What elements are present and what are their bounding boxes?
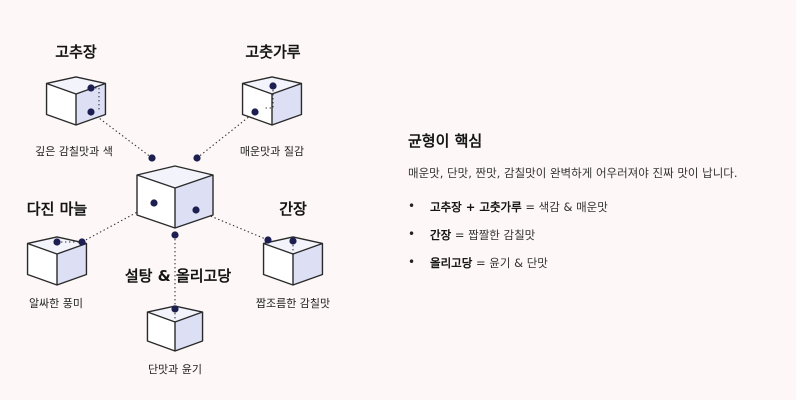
cube-right-face — [57, 243, 87, 285]
cube-left-face — [27, 243, 57, 285]
bullet-icon: • — [408, 255, 416, 269]
gochujang-desc: 깊은 감칠맛과 색 — [35, 145, 113, 158]
cube-left-face — [46, 83, 76, 125]
sugar-desc: 단맛과 윤기 — [148, 363, 202, 376]
connector-line — [196, 111, 256, 159]
connector-dot — [269, 82, 277, 90]
panel-description: 매운맛, 단맛, 짠맛, 감칠맛이 완벽하게 어우러져야 진짜 맛이 납니다. — [408, 166, 738, 180]
key-points-list: • 고추장 + 고춧가루 = 색감 & 매운맛 • 간장 = 짭짤한 감칠맛 •… — [408, 199, 788, 271]
cube-top-face — [137, 166, 213, 188]
cube-right-face — [76, 83, 106, 125]
connector-dot — [171, 305, 179, 313]
cube-right-face — [293, 243, 323, 285]
connector-dot — [171, 231, 179, 239]
gochugaru-title: 고춧가루 — [245, 43, 300, 61]
gochujang-cube — [45, 76, 107, 126]
cube-right-face — [175, 312, 203, 351]
garlic-desc: 알싸한 풍미 — [29, 296, 83, 310]
gochugaru-desc: 매운맛과 질감 — [240, 145, 304, 158]
cube-accent-line — [91, 87, 100, 111]
soy-title: 간장 — [279, 200, 307, 218]
sugar-cube — [146, 305, 204, 352]
connector-dot — [193, 154, 201, 162]
connector-dot — [148, 154, 156, 162]
list-item-bold: 고추장 + 고춧가루 — [430, 200, 522, 214]
connector-line — [81, 202, 155, 243]
list-item: • 고추장 + 고춧가루 = 색감 & 매운맛 — [408, 199, 788, 215]
cube-top-face — [46, 76, 106, 94]
cube-left-face — [263, 243, 293, 285]
connector-dot — [150, 199, 158, 207]
list-item-bold: 올리고당 — [430, 256, 473, 270]
soy-cube — [262, 236, 324, 286]
gochujang-title: 고추장 — [55, 43, 97, 61]
connector-line — [90, 111, 153, 159]
cube-left-face — [147, 312, 175, 351]
connector-dot — [192, 206, 200, 214]
connector-dot — [78, 238, 86, 246]
garlic-cube — [26, 236, 88, 286]
cube-left-face — [242, 83, 272, 125]
connector-dot — [53, 238, 61, 246]
bullet-icon: • — [408, 199, 416, 213]
garlic-title: 다진 마늘 — [27, 200, 88, 218]
panel-heading: 균형이 핵심 — [408, 132, 483, 150]
connector-dot — [87, 108, 95, 116]
connector-dots — [53, 82, 297, 313]
cube-right-face — [272, 83, 302, 125]
list-item-text: = 윤기 & 단맛 — [472, 256, 548, 270]
info-panel: 균형이 핵심 매운맛, 단맛, 짠맛, 감칠맛이 완벽하게 어우러져야 진짜 맛… — [408, 130, 788, 283]
list-item: • 올리고당 = 윤기 & 단맛 — [408, 255, 788, 271]
bullet-icon: • — [408, 227, 416, 241]
sugar-title: 설탕 & 올리고당 — [125, 267, 232, 285]
soy-desc: 짭조름한 감칠맛 — [256, 297, 330, 310]
connector-dot — [87, 84, 95, 92]
list-item: • 간장 = 짭짤한 감칠맛 — [408, 227, 788, 243]
list-item-text: = 색감 & 매운맛 — [521, 200, 608, 214]
cube-right-face — [175, 175, 213, 228]
connector-dot — [264, 236, 272, 244]
connector-dot — [251, 108, 259, 116]
list-item-bold: 간장 — [430, 228, 452, 242]
list-item-text: = 짭짤한 감칠맛 — [451, 228, 536, 242]
center-cube — [136, 165, 214, 229]
connector-dot — [289, 237, 297, 245]
